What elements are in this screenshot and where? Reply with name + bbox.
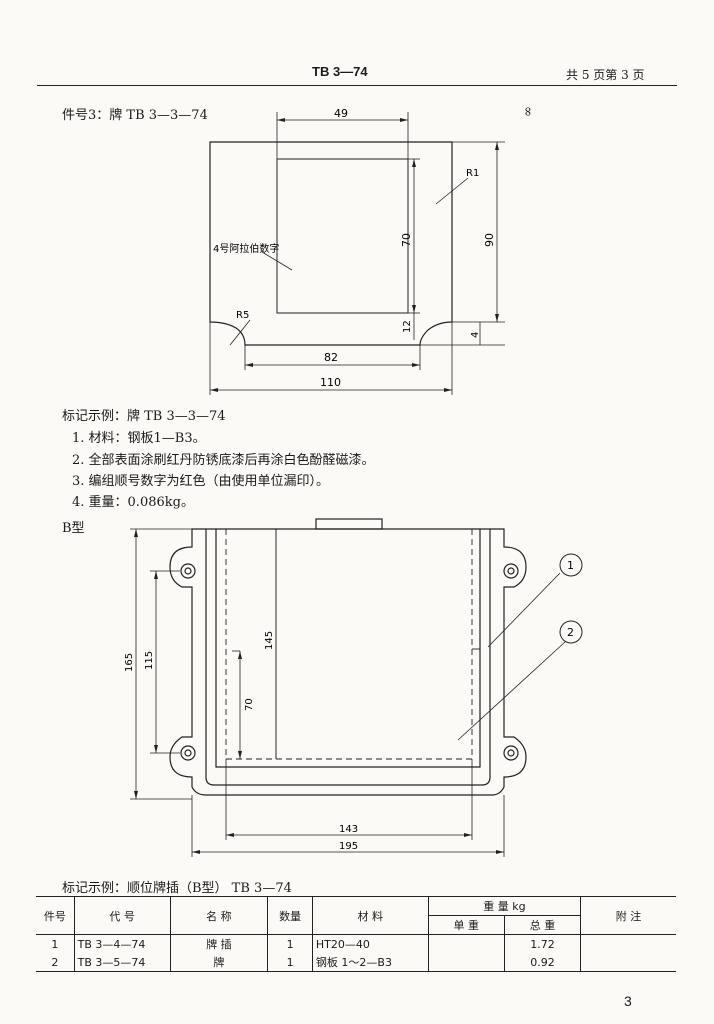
table-row: 1 TB 3—4—74 牌 插 1 HT20—40 1.72 xyxy=(36,934,676,954)
dim-49: 49 xyxy=(334,107,348,120)
dim-82: 82 xyxy=(324,351,338,364)
table-row: 2 TB 3—5—74 牌 1 钢板 1～2—B3 0.92 xyxy=(36,953,676,972)
marking-example-2: 标记示例：顺位牌插（B型） TB 3—74 xyxy=(62,881,292,896)
marking-example-1: 标记示例：牌 TB 3—3—74 xyxy=(62,409,226,424)
th-no: 件号 xyxy=(36,896,75,935)
cell-total: 0.92 xyxy=(504,953,582,972)
cell-remark xyxy=(581,935,676,954)
number-area xyxy=(276,158,409,314)
bill-of-materials: 件号 代 号 名 称 数量 材 料 重 量 kg 附 注 单 重 总 重 1 T… xyxy=(36,896,676,972)
cell-material: 钢板 1～2—B3 xyxy=(312,953,429,972)
th-qty: 数量 xyxy=(267,896,313,935)
dim-90: 90 xyxy=(483,233,496,247)
th-code: 代 号 xyxy=(74,896,171,935)
cell-name: 牌 插 xyxy=(170,934,269,953)
th-name: 名 称 xyxy=(170,896,269,935)
dim-r1: R1 xyxy=(466,168,479,179)
standard-code: TB 3—74 xyxy=(312,64,368,79)
cell-no: 1 xyxy=(36,934,75,953)
callout-2: 2 xyxy=(567,626,574,639)
dim-145: 145 xyxy=(264,631,275,650)
page-number: 3 xyxy=(624,993,632,1009)
dim-143: 143 xyxy=(339,824,358,835)
cell-code: TB 3—4—74 xyxy=(74,934,171,953)
cell-material: HT20—40 xyxy=(312,934,429,953)
note-3: 3. 编组顺号数字为红色（由使用单位漏印）。 xyxy=(72,474,330,489)
th-remark: 附 注 xyxy=(580,896,676,935)
th-total: 总 重 xyxy=(504,915,582,935)
dim-195: 195 xyxy=(339,841,358,852)
cell-code: TB 3—5—74 xyxy=(74,953,171,972)
dim-70b: 70 xyxy=(244,698,255,711)
note-1: 1. 材料：钢板1—B3。 xyxy=(72,431,206,446)
cell-unit xyxy=(428,934,505,953)
note-4: 4. 重量：0.086kg。 xyxy=(72,495,194,510)
th-weight: 重 量 kg xyxy=(428,896,582,916)
dim-110: 110 xyxy=(320,376,341,389)
dim-12: 12 xyxy=(402,320,413,333)
th-material: 材 料 xyxy=(312,896,429,935)
numeral-annotation: 4号阿拉伯数字 xyxy=(213,242,279,255)
callout-1: 1 xyxy=(567,559,574,572)
cell-name: 牌 xyxy=(170,953,269,972)
holder-drawing: 165 115 145 70 143 195 1 2 xyxy=(124,518,583,857)
header-rule xyxy=(37,85,677,86)
cell-total: 1.72 xyxy=(504,934,582,953)
th-unit: 单 重 xyxy=(428,915,505,935)
cell-qty: 1 xyxy=(267,934,313,953)
dim-4: 4 xyxy=(470,332,481,338)
part-title: 件号3：牌 TB 3—3—74 xyxy=(62,108,208,123)
page-info: 共 5 页第 3 页 xyxy=(566,68,645,82)
plate-drawing: 49 R1 70 90 12 4 R5 82 110 4号阿拉伯数字 xyxy=(209,107,505,395)
b-type-label: B型 xyxy=(62,521,85,536)
cell-remark xyxy=(581,953,676,972)
note-2: 2. 全部表面涂刷红丹防锈底漆后再涂白色酚醛磁漆。 xyxy=(72,453,375,468)
cell-qty: 1 xyxy=(267,953,313,972)
dim-r5: R5 xyxy=(236,310,249,321)
dim-70: 70 xyxy=(400,233,413,247)
cell-unit xyxy=(428,953,505,972)
dim-165: 165 xyxy=(124,653,135,672)
cell-no: 2 xyxy=(36,953,75,972)
dim-115: 115 xyxy=(144,651,155,670)
